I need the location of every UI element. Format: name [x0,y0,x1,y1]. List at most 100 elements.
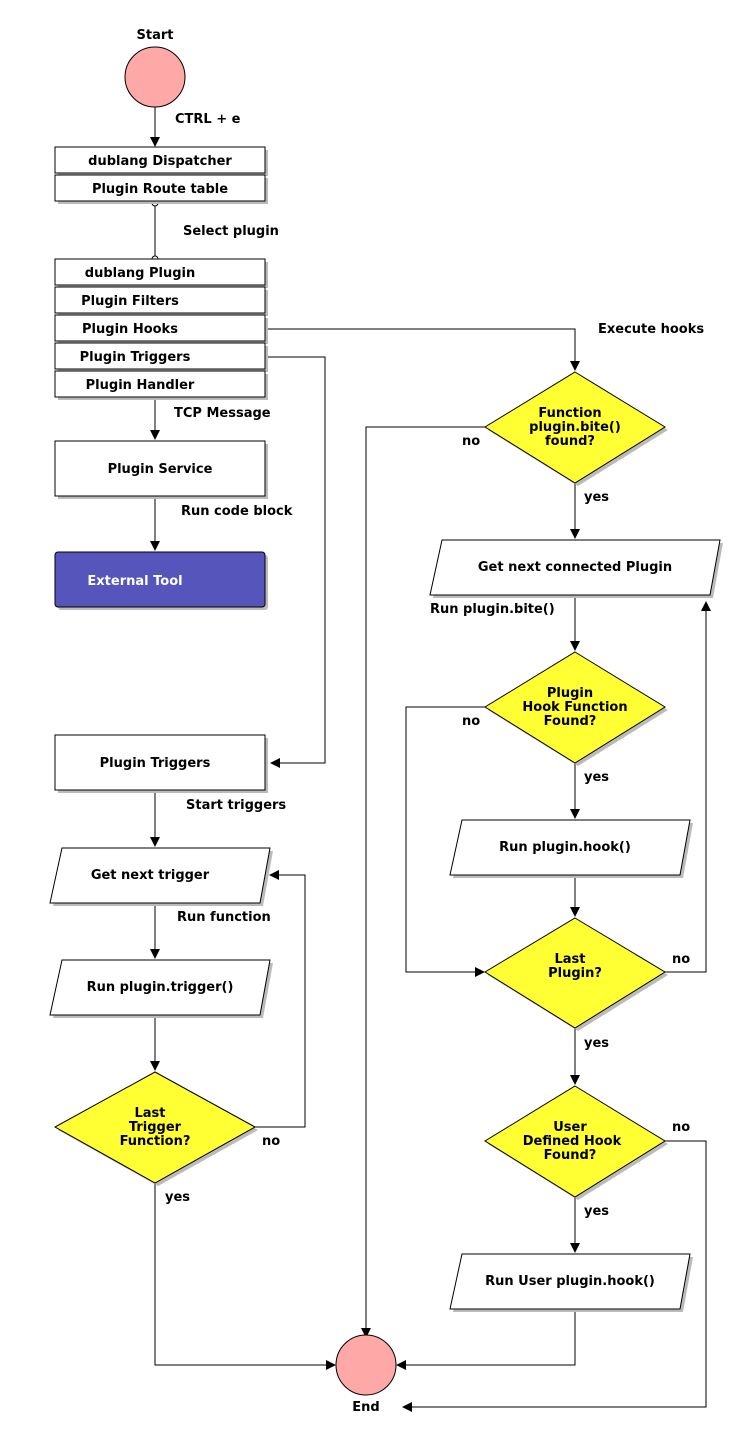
edge-labels: CTRL + e Select plugin TCP Message Run c… [165,112,704,1219]
last-plugin-decision [484,917,666,1029]
last-trigger-line-3: Function? [120,1134,191,1149]
edge-triggers-triggers2 [266,356,326,764]
arrowhead [150,137,160,147]
run-user-hook-box [449,1253,691,1310]
edges [150,105,711,1412]
arrowhead [326,1360,336,1370]
label-no: no [672,1120,690,1135]
edge-lasttrigger-loop [255,874,306,1128]
arrowhead [402,1402,412,1412]
triggers2-label: Plugin Triggers [100,756,211,771]
run-trigger-box [49,959,271,1016]
handler-label: Plugin Handler [86,378,195,393]
label-yes: yes [584,490,609,505]
service-box [54,440,266,497]
user-hook-found-decision [484,1085,666,1198]
arrowhead [701,601,711,611]
plugin-hook-found-line-2: Hook Function [522,700,627,715]
arrowhead [570,1243,580,1253]
plugin-box [54,258,266,286]
triggers2-box [54,734,266,791]
route-table-label: Plugin Route table [92,182,228,197]
arrowhead [150,430,160,440]
external-tool-box [54,551,266,608]
arrowhead [150,1061,160,1071]
label-yes: yes [584,1204,609,1219]
filters-label: Plugin Filters [81,294,179,309]
arrowhead [570,641,580,651]
edge-bite-no-end [365,426,485,1330]
function-bite-line-3: found? [545,434,595,449]
arrowhead [150,949,160,959]
edge-lastplugin-no [665,609,707,973]
end-node [335,1334,397,1396]
triggers-box [54,342,266,370]
label-start-triggers: Start triggers [186,798,286,813]
label-tcp-message: TCP Message [174,406,271,421]
get-next-trigger-label: Get next trigger [91,868,210,883]
nodes: Start dublang Dispatcher Plugin Route ta… [49,28,723,1415]
edge-hookfound-no [405,706,485,973]
label-select-plugin: Select plugin [183,224,279,239]
edge-userhook-no-end [410,1140,707,1408]
user-hook-found-line-3: Found? [544,1148,597,1163]
triggers-label: Plugin Triggers [80,350,191,365]
plugin-hook-found-decision [484,651,666,764]
plugin-hook-found-line-1: Plugin [547,686,593,701]
label-run-code-block: Run code block [181,504,293,519]
edge-hooks-bite [266,328,576,364]
arrowhead [150,837,160,847]
label-no: no [262,1134,280,1149]
service-label: Plugin Service [108,462,213,477]
arrowhead [570,809,580,819]
arrowhead [396,1360,406,1370]
handler-box [54,370,266,398]
arrowhead [150,541,160,551]
dispatcher-box [54,146,266,174]
arrowhead [475,967,485,977]
run-hook-box [449,819,691,876]
label-no: no [672,952,690,967]
function-bite-decision [484,371,666,484]
label-execute-hooks: Execute hooks [598,322,704,337]
get-next-plugin-box [429,539,721,596]
start-node [124,46,186,108]
function-bite-line-2: plugin.bite() [529,420,621,435]
hooks-label: Plugin Hooks [82,322,178,337]
user-hook-found-line-2: Defined Hook [523,1134,622,1149]
edge-lasttrigger-end [154,1183,328,1366]
dispatcher-label: dublang Dispatcher [88,154,232,169]
last-trigger-line-2: Trigger [129,1120,182,1135]
arrowhead [269,870,279,880]
route-table-box [54,174,266,202]
last-trigger-decision [53,1071,257,1184]
plugin-hook-found-line-3: Found? [544,714,597,729]
label-run-bite: Run plugin.bite() [430,602,555,617]
arrowhead [270,758,280,768]
function-bite-line-1: Function [538,406,601,421]
external-tool-label: External Tool [87,574,182,589]
hooks-box [54,314,266,342]
label-yes: yes [584,1036,609,1051]
arrowhead [361,1328,371,1338]
run-trigger-label: Run plugin.trigger() [87,980,234,995]
arrowhead [570,361,580,371]
get-next-plugin-label: Get next connected Plugin [478,560,672,575]
arrowhead [570,1075,580,1085]
start-label: Start [137,28,174,43]
arrowhead [570,529,580,539]
end-label: End [352,1400,379,1415]
arrowhead [570,907,580,917]
get-next-trigger-box [49,847,271,904]
last-trigger-line-1: Last [134,1106,165,1121]
label-yes: yes [584,770,609,785]
label-run-function: Run function [177,910,271,925]
label-ctrl-e: CTRL + e [175,112,241,127]
user-hook-found-line-1: User [553,1120,587,1135]
label-no: no [462,714,480,729]
run-hook-label: Run plugin.hook() [499,840,631,855]
edge-runuserhook-end [404,1309,576,1366]
last-plugin-line-1: Last [554,952,585,967]
